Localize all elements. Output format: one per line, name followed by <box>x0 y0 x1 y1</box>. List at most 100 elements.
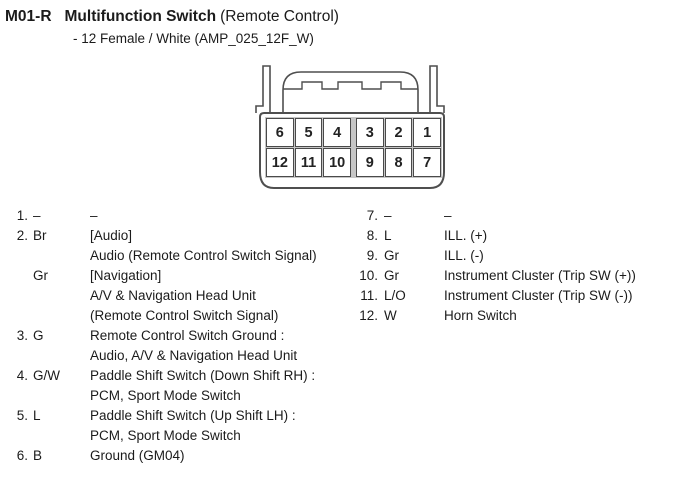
wire-color: B <box>33 448 43 463</box>
pin-description: Audio, A/V & Navigation Head Unit <box>90 348 298 363</box>
pin-cell-5: 5 <box>294 118 323 147</box>
wire-color <box>33 346 90 366</box>
pin-row: 2. Br [Audio] <box>6 226 317 246</box>
pin-number: 6. <box>16 448 28 463</box>
connector-diagram: 6 5 4 3 2 1 12 11 10 9 8 7 <box>240 62 460 192</box>
pin-description: [Navigation] <box>90 268 162 283</box>
pin-cell-4: 4 <box>323 118 351 147</box>
right-lock-tab <box>429 65 445 113</box>
pin-cell-11: 11 <box>294 148 323 177</box>
pin-grid: 6 5 4 3 2 1 12 11 10 9 8 7 <box>265 117 442 178</box>
pin-row: A/V & Navigation Head Unit <box>6 286 317 306</box>
pin-number <box>6 246 28 266</box>
wire-color: G/W <box>33 368 60 383</box>
pin-cell-2: 2 <box>384 118 413 147</box>
pin-number: 10. <box>359 268 378 283</box>
pin-description: – <box>444 208 452 223</box>
pin-number <box>6 266 28 286</box>
grid-key-divider <box>351 118 355 177</box>
pin-description: A/V & Navigation Head Unit <box>90 288 256 303</box>
pin-description: [Audio] <box>90 228 133 243</box>
wire-color: L/O <box>384 288 406 303</box>
pin-row: 8. L ILL. (+) <box>352 226 636 246</box>
pin-row: 10. Gr Instrument Cluster (Trip SW (+)) <box>352 266 636 286</box>
left-lock-tab <box>255 65 271 113</box>
wire-color: W <box>384 308 397 323</box>
pin-number <box>6 386 28 406</box>
pin-description: ILL. (-) <box>444 248 484 263</box>
pin-row: 11. L/O Instrument Cluster (Trip SW (-)) <box>352 286 636 306</box>
pin-row: 6. B Ground (GM04) <box>6 446 317 466</box>
wire-color <box>33 386 90 406</box>
pin-row: 4. G/W Paddle Shift Switch (Down Shift RH)… <box>6 366 317 386</box>
wire-color: G <box>33 328 44 343</box>
pin-description: Instrument Cluster (Trip SW (+)) <box>444 268 636 283</box>
pin-description: Ground (GM04) <box>90 448 185 463</box>
pin-number: 1. <box>16 208 28 223</box>
pin-row: (Remote Control Switch Signal) <box>6 306 317 326</box>
page-title: Multifunction Switch <box>64 8 217 25</box>
wire-color: Br <box>33 228 47 243</box>
pin-number: 11. <box>360 288 378 303</box>
latch-teeth <box>283 81 418 90</box>
pin-number <box>6 306 28 326</box>
pin-cell-12: 12 <box>266 148 294 177</box>
pin-description: Remote Control Switch Ground : <box>90 328 285 343</box>
pin-description: ILL. (+) <box>444 228 488 243</box>
pin-number <box>6 426 28 446</box>
pin-number <box>6 346 28 366</box>
latch-arch <box>282 71 419 113</box>
pin-cell-8: 8 <box>384 148 413 177</box>
pin-description: – <box>90 208 98 223</box>
pin-row: Gr [Navigation] <box>6 266 317 286</box>
pin-row: Audio, A/V & Navigation Head Unit <box>6 346 317 366</box>
pin-row: Audio (Remote Control Switch Signal) <box>6 246 317 266</box>
pin-cell-7: 7 <box>413 148 441 177</box>
pin-number: 12. <box>359 308 378 323</box>
pin-number: 4. <box>16 368 28 383</box>
pin-number: 7. <box>366 208 378 223</box>
pin-description: (Remote Control Switch Signal) <box>90 308 279 323</box>
pin-list-left: 1.–– 2.Br[Audio] Audio (Remote Control S… <box>6 206 317 466</box>
pin-description: Paddle Shift Switch (Down Shift RH) : <box>90 368 316 383</box>
pin-cell-3: 3 <box>355 118 384 147</box>
pin-row: 1.–– <box>6 206 317 226</box>
pin-description: Audio (Remote Control Switch Signal) <box>90 248 317 263</box>
pin-row: PCM, Sport Mode Switch <box>6 426 317 446</box>
pin-cell-1: 1 <box>413 118 441 147</box>
pin-row: 12. W Horn Switch <box>352 306 636 326</box>
wire-color: L <box>384 228 392 243</box>
pin-description: PCM, Sport Mode Switch <box>90 428 241 443</box>
wire-color: Gr <box>33 268 48 283</box>
pin-description: Instrument Cluster (Trip SW (-)) <box>444 288 633 303</box>
wire-color: Gr <box>384 248 399 263</box>
connector-subtitle: - 12 Female / White (AMP_025_12F_W) <box>73 31 314 46</box>
pin-description: PCM, Sport Mode Switch <box>90 388 241 403</box>
wire-color: Gr <box>384 268 399 283</box>
page-header: M01-R Multifunction Switch(Remote Control… <box>5 8 339 26</box>
pin-cell-10: 10 <box>323 148 351 177</box>
pin-description: Paddle Shift Switch (Up Shift LH) : <box>90 408 296 423</box>
pin-cell-9: 9 <box>355 148 384 177</box>
wire-color <box>33 426 90 446</box>
pin-row: 3. G Remote Control Switch Ground : <box>6 326 317 346</box>
wire-color: L <box>33 408 41 423</box>
connector-id: M01-R <box>5 8 52 25</box>
pin-number: 8. <box>366 228 378 243</box>
pin-cell-6: 6 <box>266 118 294 147</box>
pin-number: 3. <box>16 328 28 343</box>
pin-number: 2. <box>16 228 28 243</box>
wire-color: – <box>384 208 392 223</box>
pin-number: 9. <box>366 248 378 263</box>
wire-color <box>33 306 90 326</box>
connector-outline <box>255 65 445 189</box>
page-title-suffix: (Remote Control) <box>220 8 339 25</box>
pin-row: 7.–– <box>352 206 636 226</box>
wire-color: – <box>33 208 41 223</box>
wire-color <box>33 246 90 266</box>
pin-description: Horn Switch <box>444 308 517 323</box>
connector-body <box>259 112 445 189</box>
